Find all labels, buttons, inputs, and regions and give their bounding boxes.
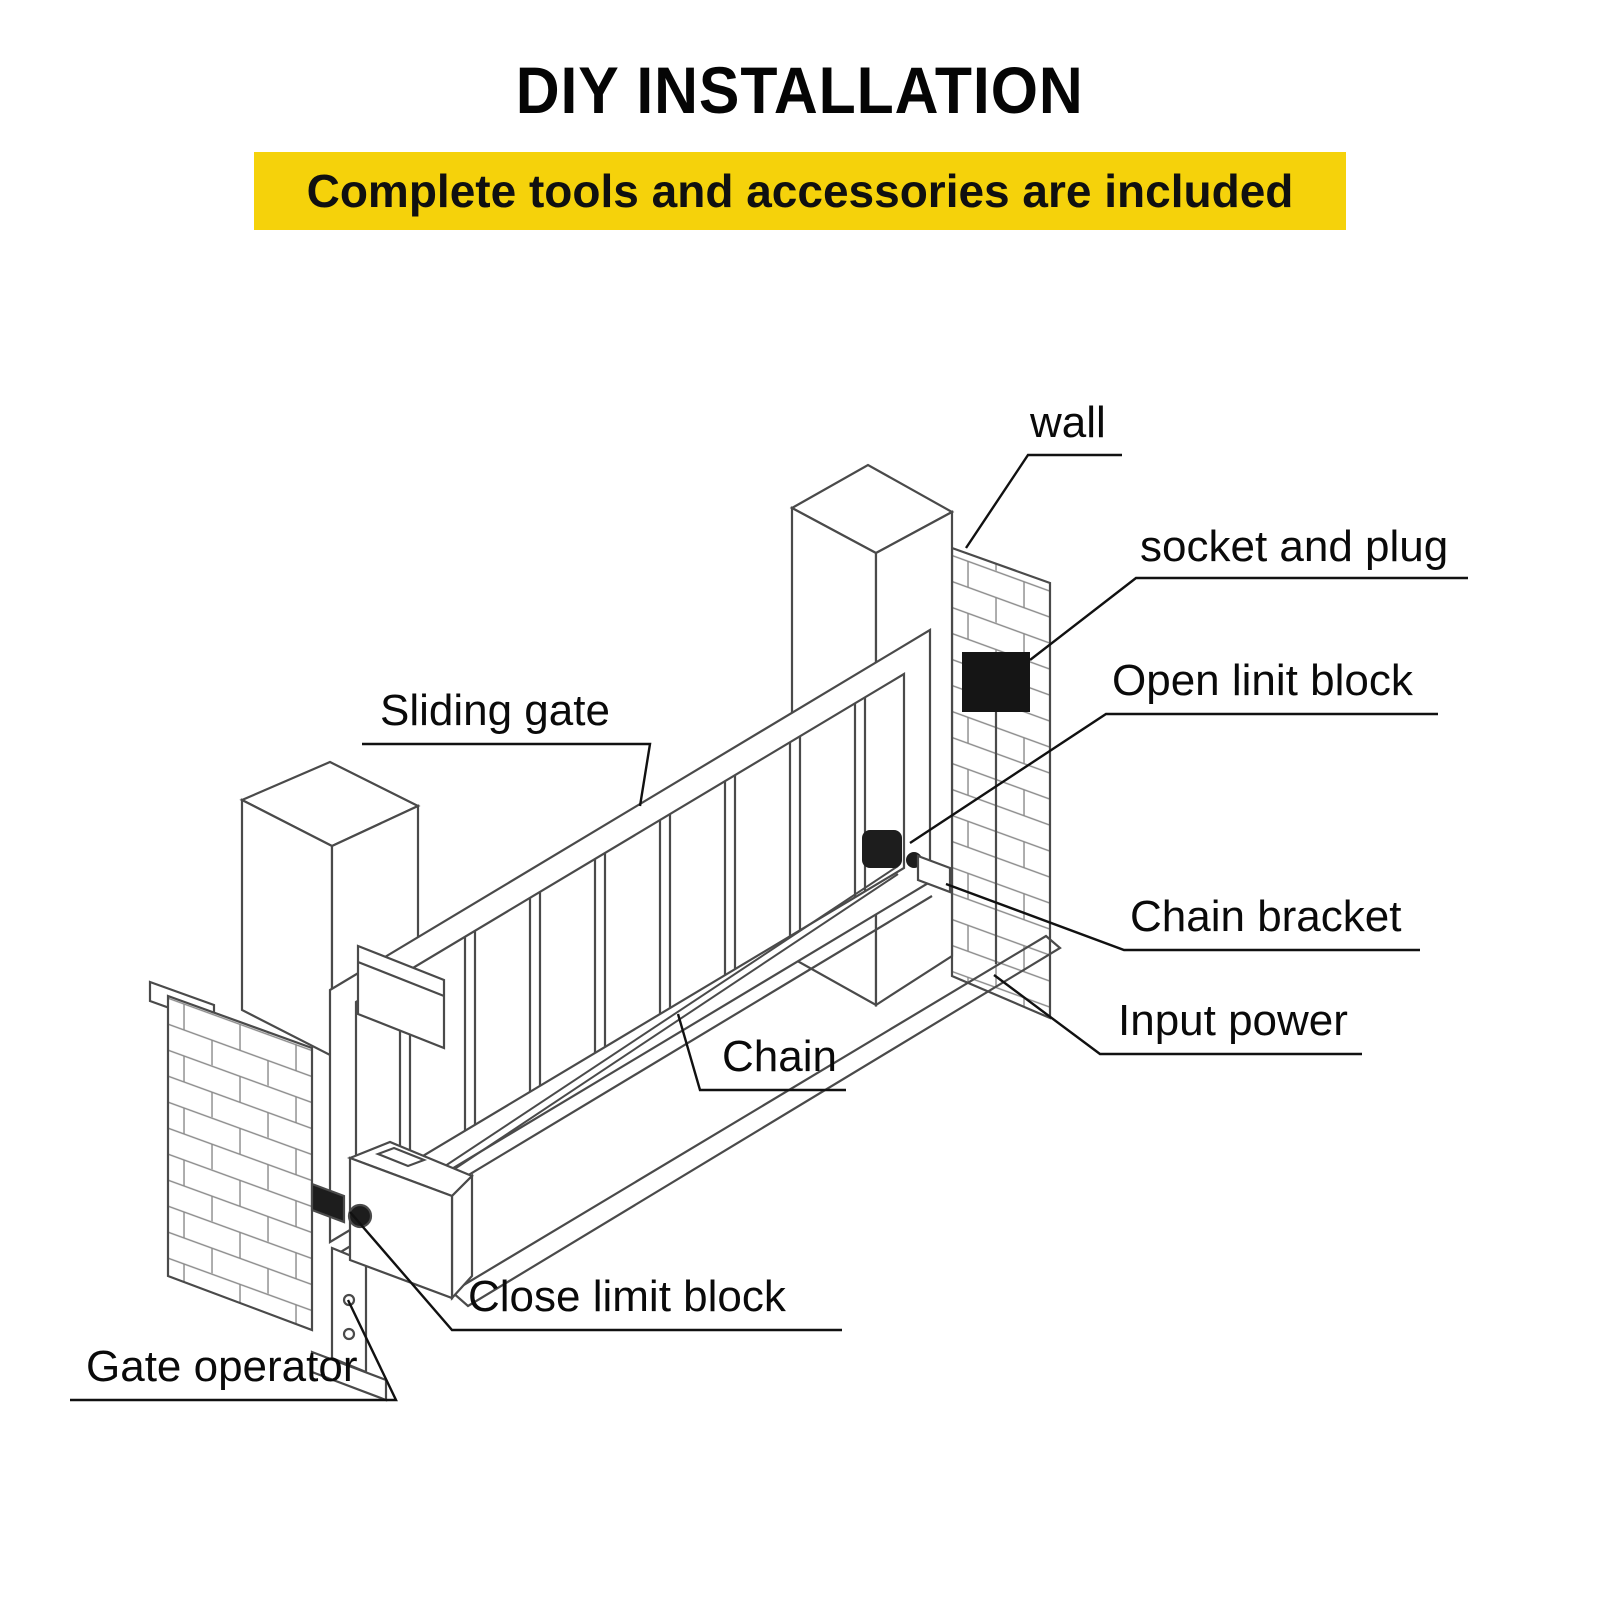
chain-bracket-drawing bbox=[916, 854, 952, 894]
label-open-limit-block: Open linit block bbox=[1112, 656, 1413, 705]
banner: Complete tools and accessories are inclu… bbox=[254, 152, 1346, 230]
label-wall: wall bbox=[1030, 398, 1106, 447]
close-limit-block-drawing bbox=[310, 1182, 346, 1224]
label-socket-and-plug: socket and plug bbox=[1140, 522, 1449, 571]
label-input-power: Input power bbox=[1118, 996, 1348, 1045]
gate-bracket-plate bbox=[356, 944, 446, 1050]
leader-chain bbox=[676, 1013, 846, 1092]
leader-gate-operator bbox=[70, 1299, 398, 1402]
page-title: DIY INSTALLATION bbox=[0, 52, 1600, 128]
ground-slab bbox=[450, 934, 1062, 1308]
label-chain-bracket: Chain bracket bbox=[1130, 892, 1402, 941]
leader-sliding-gate bbox=[362, 742, 652, 807]
leader-open-limit bbox=[909, 712, 1438, 845]
label-sliding-gate: Sliding gate bbox=[380, 686, 610, 735]
left-wall bbox=[148, 980, 314, 1332]
banner-text: Complete tools and accessories are inclu… bbox=[306, 165, 1294, 217]
page-title-text: DIY INSTALLATION bbox=[516, 53, 1084, 127]
sprocket bbox=[347, 1203, 373, 1229]
leader-wall bbox=[965, 453, 1122, 549]
label-gate-operator: Gate operator bbox=[86, 1342, 358, 1391]
chain-line bbox=[429, 865, 899, 1185]
leader-chain-bracket bbox=[945, 882, 1420, 952]
leader-input-power bbox=[993, 974, 1362, 1056]
gate-operator-drawing bbox=[310, 1140, 474, 1402]
label-close-limit-block: Close limit block bbox=[468, 1272, 786, 1321]
leader-socket bbox=[1029, 576, 1468, 661]
socket bbox=[962, 652, 1030, 964]
leader-close-limit bbox=[349, 1211, 842, 1332]
label-chain: Chain bbox=[722, 1032, 837, 1081]
leader-lines bbox=[70, 453, 1468, 1402]
